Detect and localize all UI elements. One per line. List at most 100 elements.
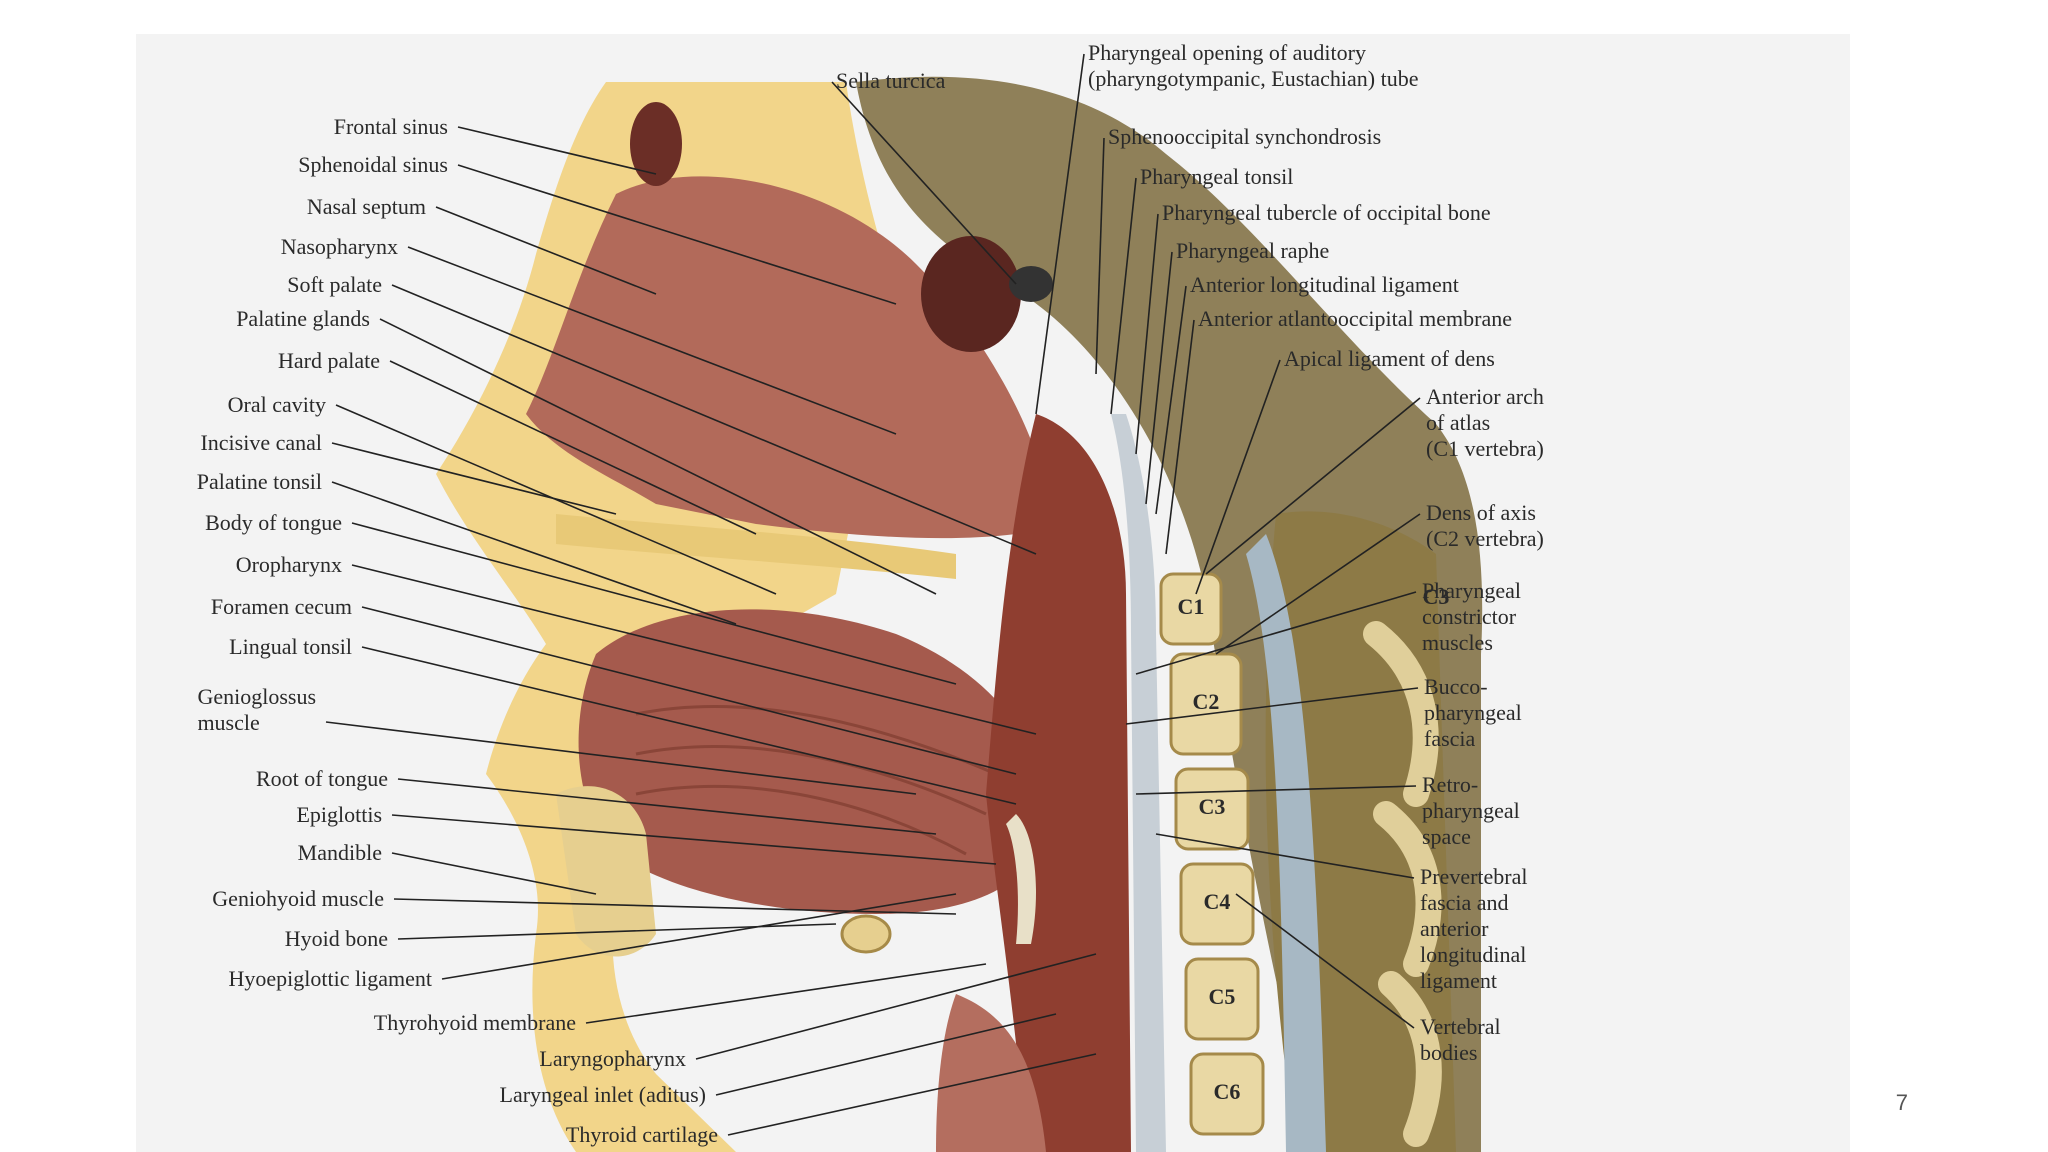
label-thyrohyoid-membrane: Thyrohyoid membrane: [373, 1010, 576, 1035]
leader-line: [393, 898, 957, 915]
label-oropharynx: Oropharynx: [235, 552, 342, 577]
leader-lines: [325, 53, 1421, 1136]
leader-line: [1110, 177, 1137, 415]
leader-line: [715, 1013, 1057, 1096]
label-frontal-sinus: Frontal sinus: [333, 114, 448, 139]
label-vertebral-bodies: Vertebral bodies: [1420, 1014, 1501, 1065]
epiglottis-shape: [1006, 814, 1036, 944]
label-thyroid-cartilage: Thyroid cartilage: [565, 1122, 718, 1147]
label-anterior-atlantooccipital-membrane: Anterior atlantooccipital membrane: [1198, 306, 1512, 331]
label-palatine-tonsil: Palatine tonsil: [196, 469, 322, 494]
label-foramen-cecum: Foramen cecum: [210, 594, 352, 619]
leader-line: [1035, 53, 1085, 415]
leader-line: [831, 81, 1017, 285]
label-pharyngeal-opening-of-auditory-pharyngotympanic-eustachian-tube: Pharyngeal opening of auditory (pharyngo…: [1088, 40, 1419, 91]
leader-line: [1205, 397, 1421, 575]
sphenoidal-sinus: [921, 236, 1021, 352]
leader-line: [331, 442, 617, 515]
label-laryngopharynx: Laryngopharynx: [539, 1046, 686, 1071]
leader-line: [1145, 251, 1173, 505]
label-pharyngeal-constrictor-muscles: Pharyngeal constrictor muscles: [1422, 578, 1521, 655]
leader-line: [379, 318, 937, 595]
hard-palate: [556, 514, 956, 579]
frontal-sinus: [630, 102, 682, 186]
leader-line: [1165, 319, 1195, 555]
vertebra-c3: [1174, 767, 1250, 851]
label-lingual-tonsil: Lingual tonsil: [229, 634, 352, 659]
label-pharyngeal-raphe: Pharyngeal raphe: [1176, 238, 1330, 263]
label-hard-palate: Hard palate: [278, 348, 380, 373]
label-incisive-canal: Incisive canal: [200, 430, 322, 455]
label-oral-cavity: Oral cavity: [227, 392, 326, 417]
leader-line: [585, 963, 987, 1024]
leader-line: [351, 564, 1037, 735]
sella-turcica: [1009, 266, 1053, 302]
leader-line: [391, 284, 1037, 555]
label-soft-palate: Soft palate: [287, 272, 382, 297]
leader-line: [397, 778, 937, 835]
label-sphenooccipital-synchondrosis: Sphenooccipital synchondrosis: [1108, 124, 1382, 149]
leader-line: [457, 164, 897, 305]
nasal-cavity: [526, 176, 1036, 539]
page-number: 7: [1895, 1090, 1908, 1115]
vertebra-label-c3: C3: [1199, 794, 1226, 819]
vertebra-label-c3: C3: [1423, 584, 1450, 609]
label-retro-pharyngeal-space: Retro- pharyngeal space: [1422, 772, 1520, 849]
leader-line: [1235, 893, 1415, 1029]
label-anterior-longitudinal-ligament: Anterior longitudinal ligament: [1190, 272, 1459, 297]
leader-line: [1135, 591, 1417, 675]
leader-line: [351, 522, 957, 685]
label-nasal-septum: Nasal septum: [306, 194, 426, 219]
label-prevertebral-fascia-and-anterior-longitudinal-ligament: Prevertebral fascia and anterior longitu…: [1420, 864, 1528, 993]
label-apical-ligament-of-dens: Apical ligament of dens: [1284, 346, 1495, 371]
label-hyoid-bone: Hyoid bone: [284, 926, 388, 951]
leader-line: [1135, 785, 1417, 795]
label-palatine-glands: Palatine glands: [236, 306, 370, 331]
leader-line: [435, 206, 657, 295]
hyoid-shape: [840, 914, 892, 954]
vertebra-label-c4: C4: [1204, 889, 1231, 914]
leader-line: [1095, 137, 1105, 375]
label-sella-turcica: Sella turcica: [836, 68, 946, 93]
vertebra-c6: [1189, 1052, 1265, 1136]
vertebra-c1: [1159, 572, 1223, 646]
vertebral-column: [1159, 534, 1442, 1152]
leader-line: [441, 893, 957, 980]
leader-line: [695, 953, 1097, 1060]
leader-line: [727, 1053, 1097, 1136]
leader-line: [1155, 285, 1187, 515]
spinous-processes: [1363, 621, 1442, 1147]
leader-line: [391, 852, 597, 895]
label-bucco-pharyngeal-fascia: Bucco- pharyngeal fascia: [1424, 674, 1522, 751]
leader-line: [457, 126, 657, 175]
leader-line: [1155, 833, 1415, 879]
leader-line: [1215, 513, 1421, 655]
label-root-of-tongue: Root of tongue: [256, 766, 388, 791]
spinal-cord: [1246, 534, 1326, 1152]
label-pharyngeal-tonsil: Pharyngeal tonsil: [1140, 164, 1294, 189]
leader-line: [407, 246, 897, 435]
label-anterior-arch-of-atlas-c1-vertebra: Anterior arch of atlas (C1 vertebra): [1426, 384, 1544, 461]
tongue: [578, 609, 1048, 914]
label-geniohyoid-muscle: Geniohyoid muscle: [212, 886, 384, 911]
label-mandible: Mandible: [297, 840, 382, 865]
leader-line: [361, 646, 1017, 805]
label-dens-of-axis-c2-vertebra: Dens of axis (C2 vertebra): [1426, 500, 1544, 551]
leader-line: [391, 814, 997, 865]
pharynx: [986, 414, 1131, 1152]
leader-line: [1195, 359, 1281, 595]
vertebra-c4: [1179, 862, 1255, 946]
leader-line: [331, 481, 737, 625]
label-epiglottis: Epiglottis: [296, 802, 382, 827]
prevertebral-band: [1111, 414, 1166, 1152]
vertebra-label-c1: C1: [1178, 594, 1205, 619]
mandible-shape: [556, 786, 656, 957]
label-genioglossus-muscle: Genioglossus muscle: [197, 684, 316, 735]
vertebra-label-c2: C2: [1193, 689, 1220, 714]
label-hyoepiglottic-ligament: Hyoepiglottic ligament: [228, 966, 432, 991]
vertebra-label-c6: C6: [1214, 1079, 1241, 1104]
label-laryngeal-inlet-aditus: Laryngeal inlet (aditus): [499, 1082, 706, 1107]
leader-line: [1125, 687, 1419, 725]
